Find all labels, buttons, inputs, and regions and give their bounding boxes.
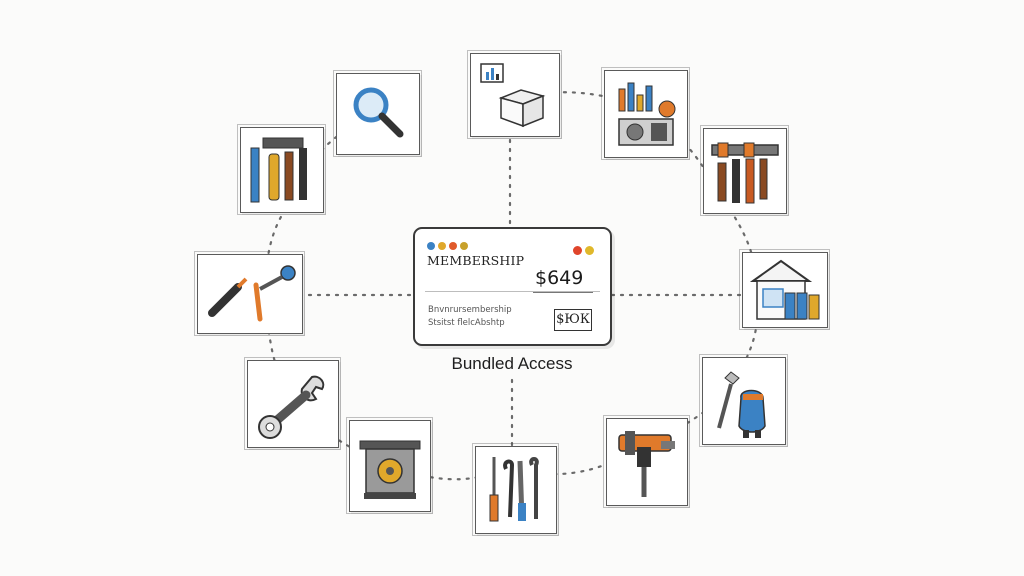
membership-price: $649 [535, 267, 584, 289]
diagram-caption: Bundled Access [451, 354, 573, 373]
tile-wrench-screwdriver [194, 251, 305, 336]
tile-hammer-drill [603, 415, 690, 508]
tile-wrench [244, 357, 341, 450]
tile-power-tools [237, 124, 326, 215]
tile-pressure-washer [699, 354, 788, 447]
package-box-icon [480, 63, 546, 128]
dot-card-red [573, 246, 582, 255]
membership-title: MEMBERSHIP [427, 253, 525, 268]
tile-magnifying-glass [333, 70, 422, 157]
price-tag: $ЮК [554, 309, 592, 331]
tile-workshop-machinery [601, 67, 690, 160]
wrench-screwdriver-icon [208, 265, 296, 322]
dot-gold [460, 242, 468, 250]
hammer-set-icon [711, 142, 779, 204]
card-separator [425, 291, 600, 292]
fine-print-line-2: Stsitst flelcAbshtp [428, 318, 505, 328]
dot-blue [427, 242, 435, 250]
magnifying-glass-icon [353, 87, 404, 138]
tile-hand-tools-set [472, 443, 559, 536]
dot-card-yellow [585, 246, 594, 255]
price-underline [533, 292, 593, 293]
pressure-washer-icon [717, 371, 766, 438]
tile-warehouse-building [739, 249, 830, 330]
table-saw-icon [359, 440, 421, 499]
membership-card: MEMBERSHIP $649 Bnvnrursembership Stsits… [413, 227, 612, 346]
workshop-machinery-icon [618, 82, 676, 146]
tile-table-saw [346, 417, 433, 514]
dot-red [449, 242, 457, 250]
wrench-icon [258, 375, 325, 439]
power-tools-icon [250, 137, 307, 203]
warehouse-building-icon [749, 259, 820, 320]
dot-orange [438, 242, 446, 250]
tile-hammer-set [700, 125, 789, 216]
fine-print-line-1: Bnvnrursembership [428, 305, 512, 315]
tile-package-box [467, 50, 562, 139]
hand-tools-set-icon [489, 457, 539, 522]
hammer-drill-icon [618, 431, 675, 497]
